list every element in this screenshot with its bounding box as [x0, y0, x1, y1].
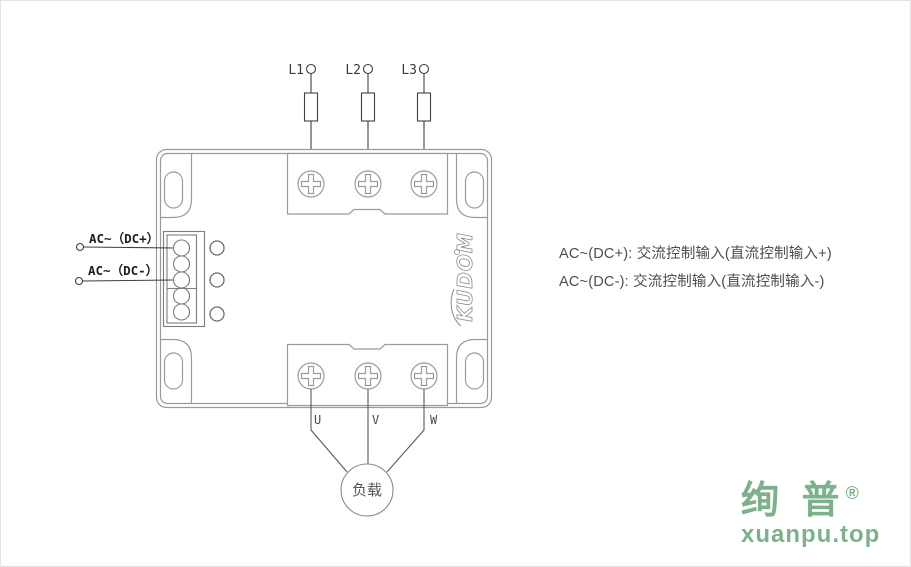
- input-line-l2: [360, 63, 376, 173]
- watermark-brand-text: 绚 普: [741, 480, 846, 522]
- control-positive-label: AC~（DC+）: [89, 231, 159, 246]
- screw-bottom-3: [410, 362, 438, 390]
- led-indicators: [209, 240, 225, 322]
- mount-tab-bottom-left: [160, 338, 193, 404]
- control-negative-label: AC~（DC-）: [88, 263, 158, 278]
- output-w-label: W: [430, 413, 438, 427]
- screw-bottom-1: [297, 362, 325, 390]
- l3-fuse: [416, 92, 432, 122]
- output-v-label: V: [372, 413, 379, 427]
- mount-slot-bottom-right: [464, 352, 485, 390]
- mount-tab-bottom-right: [455, 338, 488, 404]
- brand-logo-text: KUDOM: [453, 232, 477, 322]
- output-wire-w: [386, 389, 425, 473]
- screw-bottom-2: [354, 362, 382, 390]
- brand-logo-dot: [454, 249, 460, 255]
- input-lines: [303, 63, 432, 173]
- brand-logo: KUDOM: [450, 232, 477, 327]
- l2-label: L2: [345, 63, 361, 78]
- l2-terminal-dot: [362, 63, 374, 75]
- output-wire-u: [310, 389, 348, 473]
- load-text: 负载: [352, 481, 382, 499]
- output-wires: [310, 389, 425, 517]
- control-terminal-block: [162, 230, 206, 328]
- screw-top-3: [410, 170, 438, 198]
- control-input-annotation: AC~(DC+): 交流控制输入(直流控制输入+) AC~(DC-): 交流控制…: [559, 240, 832, 296]
- l1-terminal-dot: [305, 63, 317, 75]
- input-line-l1: [303, 63, 319, 173]
- mount-slot-top-right: [464, 171, 485, 209]
- screw-top-2: [354, 170, 382, 198]
- brand-logo-swoosh: [450, 288, 462, 327]
- mount-tab-top-left: [160, 153, 193, 219]
- control-terminal-5: [172, 303, 191, 321]
- mount-slot-bottom-left: [163, 352, 184, 390]
- load-circle: [340, 463, 394, 517]
- l3-label: L3: [401, 63, 417, 78]
- annotation-line-1: AC~(DC+): 交流控制输入(直流控制输入+): [559, 246, 832, 262]
- control-positive-dot: [75, 242, 85, 252]
- l3-terminal-dot: [418, 63, 430, 75]
- output-u-label: U: [314, 413, 321, 427]
- l1-fuse: [303, 92, 319, 122]
- input-line-l3: [416, 63, 432, 173]
- mount-slot-top-left: [163, 171, 184, 209]
- watermark-brand: 绚 普®: [741, 482, 880, 520]
- ssr-body: [155, 148, 493, 409]
- control-wires: [74, 242, 174, 286]
- l1-label: L1: [288, 63, 304, 78]
- indicator-3: [209, 306, 225, 322]
- watermark-domain: xuanpu.top: [741, 521, 881, 548]
- control-negative-dot: [74, 276, 84, 286]
- indicator-2: [209, 272, 225, 288]
- l2-fuse: [360, 92, 376, 122]
- indicator-1: [209, 240, 225, 256]
- registered-trademark-icon: ®: [845, 483, 859, 503]
- site-watermark: 绚 普® xuanpu.top: [741, 482, 880, 547]
- mount-tab-top-right: [455, 153, 488, 219]
- screw-terminals: [297, 170, 438, 390]
- screw-top-1: [297, 170, 325, 198]
- annotation-line-2: AC~(DC-): 交流控制输入(直流控制输入-): [559, 274, 825, 290]
